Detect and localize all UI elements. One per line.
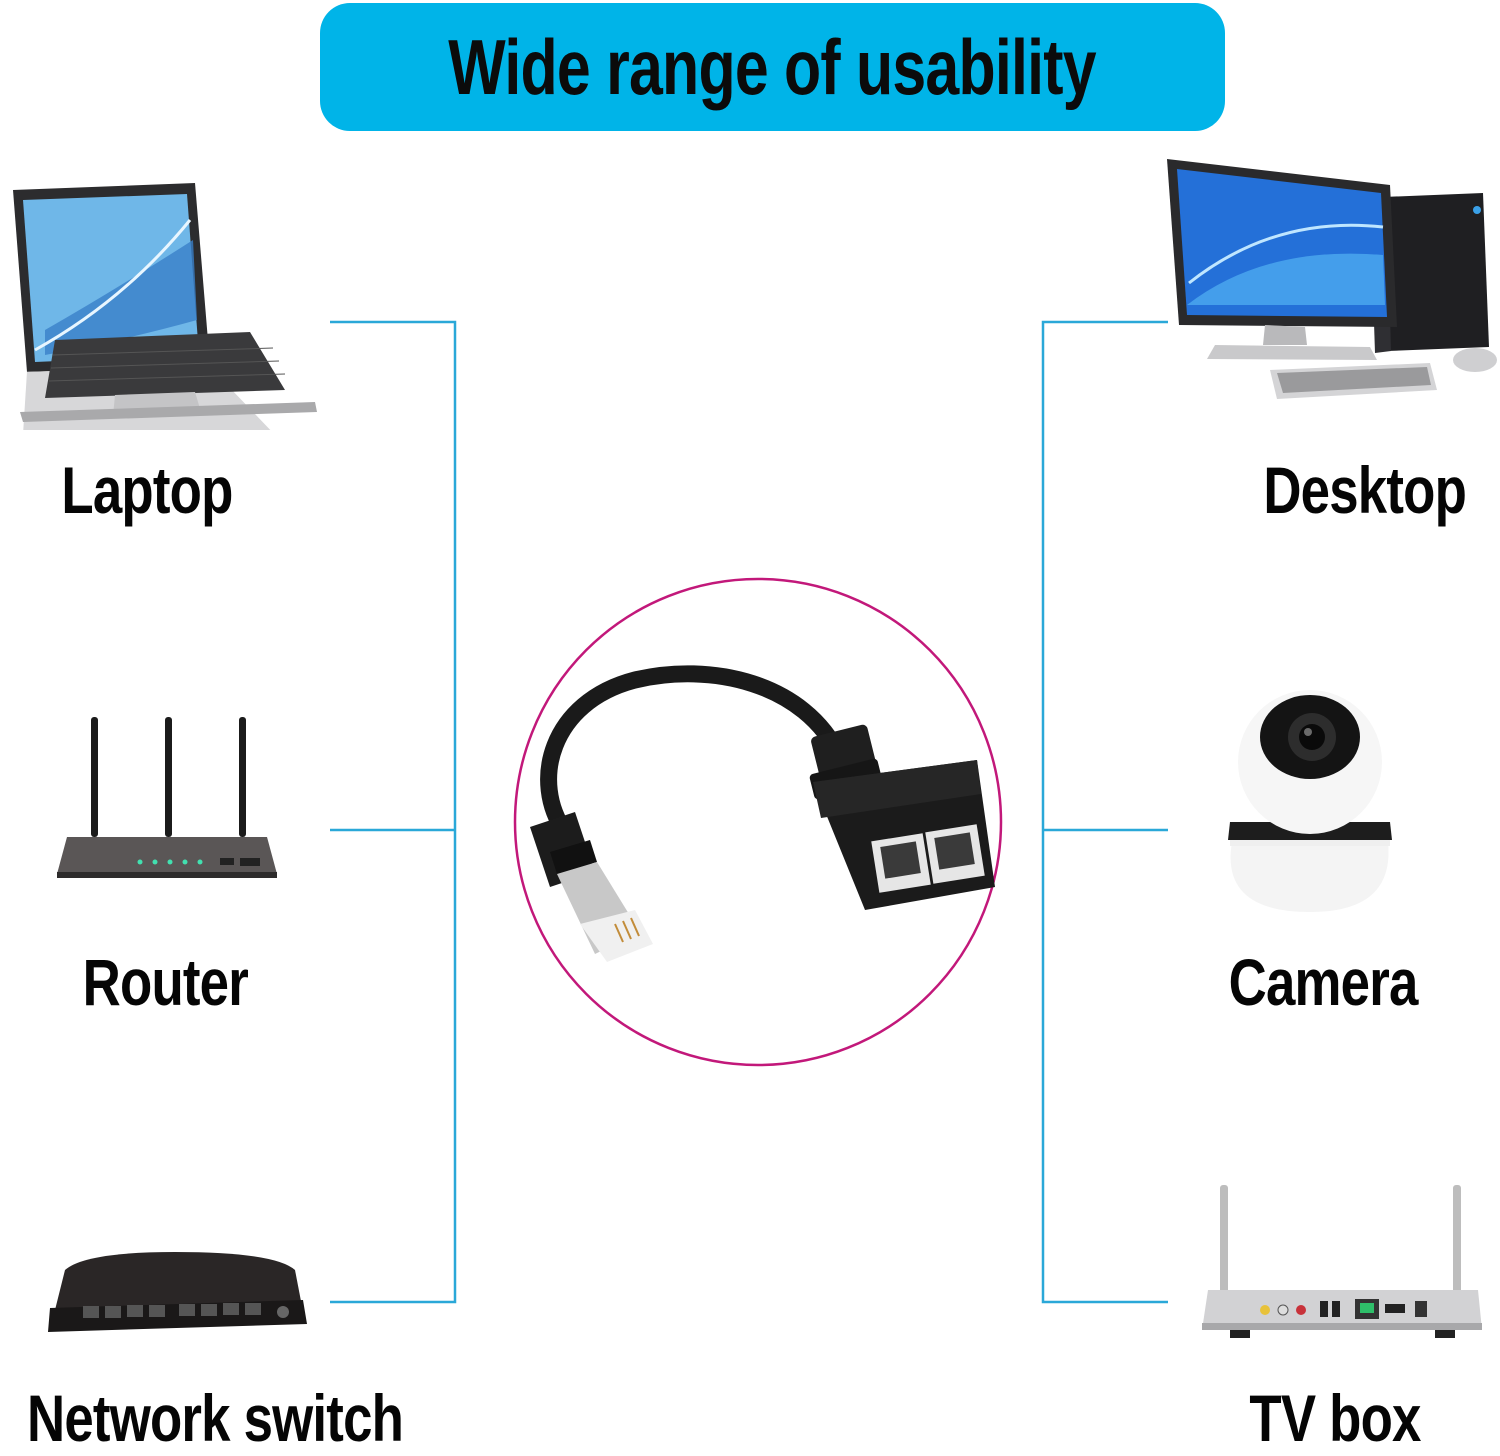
device-label-network-switch: Network switch	[27, 1381, 404, 1455]
network-switch-icon	[48, 1252, 307, 1332]
camera-icon	[1228, 690, 1392, 912]
router-icon	[57, 717, 277, 878]
device-label-tv-box: TV box	[1249, 1381, 1421, 1455]
tv-box-icon	[1202, 1185, 1482, 1338]
device-label-router: Router	[82, 945, 249, 1019]
device-label-camera: Camera	[1228, 945, 1419, 1019]
desktop-icon	[1167, 159, 1497, 399]
device-label-laptop: Laptop	[61, 453, 233, 527]
product-circle	[513, 577, 1003, 1067]
left-connector-line	[330, 320, 457, 1304]
ethernet-splitter-icon	[530, 665, 995, 962]
title-banner: Wide range of usability	[320, 3, 1225, 131]
connector-lines-group	[330, 320, 1168, 1304]
laptop-icon	[13, 183, 317, 430]
right-connector-line	[1041, 320, 1168, 1304]
page-title: Wide range of usability	[448, 22, 1097, 111]
device-label-desktop: Desktop	[1263, 453, 1467, 527]
